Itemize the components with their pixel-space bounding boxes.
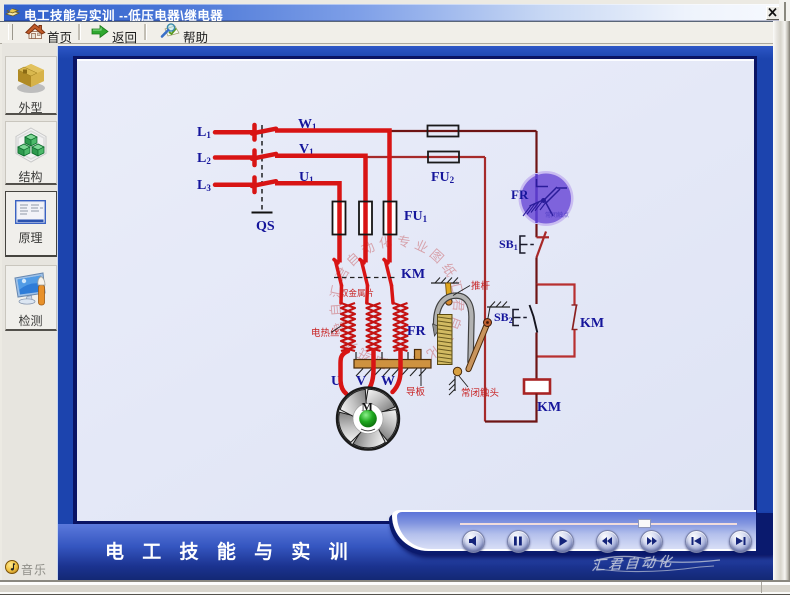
svg-text:常闭触头: 常闭触头: [461, 387, 499, 399]
svg-text:L2: L2: [197, 151, 211, 166]
svg-text:导板: 导板: [406, 386, 426, 398]
svg-text:L1: L1: [197, 125, 211, 140]
svg-text:U: U: [331, 374, 341, 389]
svg-text:常闭触点: 常闭触点: [545, 211, 569, 219]
svg-text:L3: L3: [197, 178, 211, 193]
svg-text:V: V: [356, 374, 366, 389]
svg-text:FU2: FU2: [431, 170, 455, 185]
svg-text:FR: FR: [407, 324, 427, 339]
svg-text:KM: KM: [401, 267, 425, 282]
svg-text:W: W: [381, 374, 395, 389]
svg-text:双金属片: 双金属片: [340, 288, 374, 298]
svg-text:KM: KM: [537, 400, 561, 415]
svg-text:QS: QS: [256, 219, 275, 234]
svg-text:推杆: 推杆: [471, 280, 491, 292]
svg-text:SB2: SB2: [494, 310, 513, 325]
svg-text:电热丝: 电热丝: [311, 327, 340, 339]
svg-text:FU1: FU1: [404, 209, 428, 224]
svg-text:M: M: [362, 400, 373, 414]
svg-text:KM: KM: [580, 316, 604, 331]
svg-text:SB1: SB1: [499, 237, 518, 252]
svg-text:FR: FR: [511, 187, 529, 202]
